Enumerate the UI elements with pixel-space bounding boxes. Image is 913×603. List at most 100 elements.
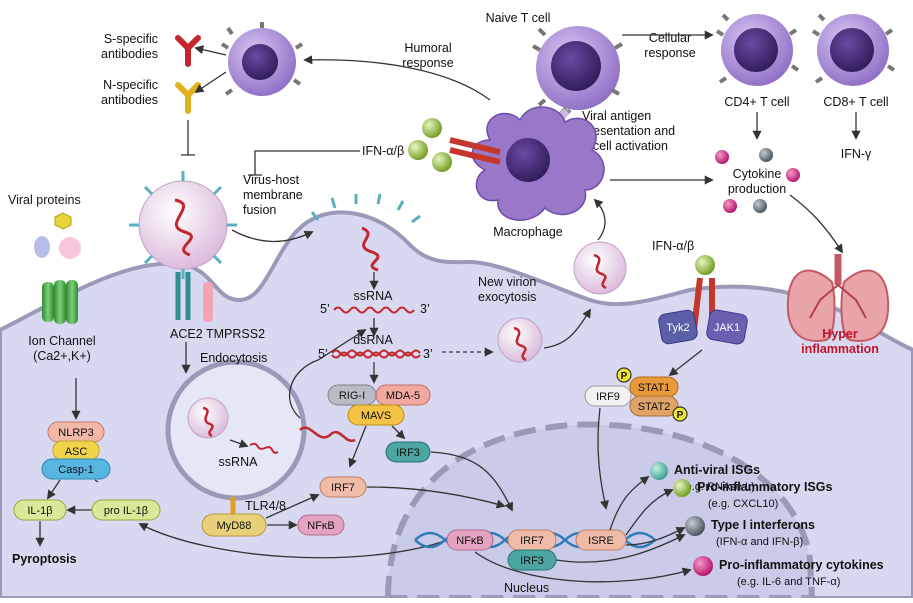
ssrna-entering <box>361 226 380 272</box>
arrow-humoral <box>303 55 491 101</box>
ifn-ball-2 <box>408 140 428 160</box>
proinflam-cytokines-label: Pro-inflammatory cytokines <box>719 558 884 572</box>
ace2-receptor <box>175 272 191 320</box>
n-antibody-icon <box>175 82 201 114</box>
pro-il1b-text: pro IL-1β <box>104 505 148 517</box>
stat1-text: STAT1 <box>638 382 671 394</box>
ifn-gamma-label: IFN-γ <box>841 147 872 161</box>
irf3-pill <box>385 441 431 463</box>
myd88-text: MyD88 <box>217 520 252 532</box>
lungs-icon <box>786 254 890 342</box>
ifn-ab-right-label: IFN-α/β <box>652 239 694 253</box>
tyk2-text: Tyk2 <box>666 322 689 334</box>
arrow-fusion <box>231 229 314 243</box>
cytokine-grey-1 <box>759 148 773 162</box>
jak1-pill <box>706 309 748 345</box>
tmprss2 <box>203 282 213 322</box>
arrow-irf7-nucleus <box>366 486 506 509</box>
irf3-text: IRF3 <box>396 447 420 459</box>
irf3-nuc-text: IRF3 <box>520 555 544 567</box>
cd8-label: CD8+ T cell <box>823 95 888 109</box>
nlrp3-text: NLRP3 <box>58 427 93 439</box>
irf9-pill <box>584 385 632 407</box>
il1b-pill <box>13 499 67 521</box>
proinflam-isgs-eg: (e.g. CXCL10) <box>708 498 778 510</box>
endosome-escape-rna <box>299 426 356 443</box>
isre-pill <box>575 529 627 551</box>
ssrna-label: ssRNA <box>354 289 394 303</box>
proinflam-isgs-label: Pro-inflammatory ISGs <box>697 480 832 494</box>
mavs-text: MAVS <box>361 410 391 422</box>
asc-text: ASC <box>65 446 88 458</box>
tyk2-pill <box>658 309 698 345</box>
ace2-label: ACE2 <box>170 327 203 341</box>
arrow-nfkb-pro-il1b <box>138 523 449 559</box>
ifn-ball-1 <box>422 118 442 138</box>
casp1-pill <box>41 458 111 480</box>
stat2-text: STAT2 <box>638 401 671 413</box>
ifn-ab-top-label: IFN-α/β <box>362 144 404 158</box>
naive-tcell-label: Naive T cell <box>486 11 551 25</box>
mda5-text: MDA-5 <box>386 390 420 402</box>
phospho-2-text: P <box>677 410 684 421</box>
casp1-text: Casp-1 <box>58 464 93 476</box>
antiviral-isgs-label: Anti-viral ISGs <box>674 463 760 477</box>
dsrna-5p: 5’ <box>318 347 328 361</box>
arrow-stat-isre <box>597 407 609 510</box>
arrow-mavs-irf7 <box>348 425 367 468</box>
s-antibody-icon <box>175 35 201 67</box>
exiting-virion <box>573 241 627 295</box>
ion-channel-label: Ion Channel(Ca2+,K+) <box>28 334 95 363</box>
cytokine-magenta-2 <box>786 168 800 182</box>
pro-il1b-pill <box>91 499 161 521</box>
arrow-casp1-pyroptosis <box>94 479 99 483</box>
viral-protein-hexagon <box>54 212 72 230</box>
mavs-pill <box>347 404 405 426</box>
arrow-endosome-ssrna <box>229 439 249 448</box>
ifn-ball-3 <box>432 152 452 172</box>
arrow-cytokines-lungs <box>789 194 843 254</box>
il1b-text: IL-1β <box>27 505 52 517</box>
rigi-text: RIG-I <box>339 390 365 402</box>
arrow-jak-stat <box>668 349 703 377</box>
cd4-label: CD4+ T cell <box>724 95 789 109</box>
arrow-irf3-type1 <box>555 534 686 563</box>
ion-channel <box>42 280 78 324</box>
cd4-tcell <box>715 13 800 86</box>
stat2-pill <box>629 395 679 417</box>
arrow-mavs-irf3 <box>391 425 406 440</box>
proinflam-cytokines-eg: (e.g. IL-6 and TNF-α) <box>737 576 840 588</box>
inhibit-ifn-virus <box>248 150 360 176</box>
nucleus-label: Nucleus <box>504 581 549 595</box>
phospho-1-text: P <box>621 371 628 382</box>
macrophage-label: Macrophage <box>493 225 563 239</box>
macrophage-receptor <box>449 137 501 165</box>
viral-protein-oval-1 <box>34 236 50 258</box>
arrow-virion-macrophage <box>593 198 606 241</box>
b-cell <box>220 22 304 96</box>
naive-tcell <box>532 26 623 110</box>
ssrna-3p: 3’ <box>420 302 430 316</box>
fusion-site <box>310 193 421 224</box>
type1-ifn-eg: (IFN-α and IFN-β) <box>716 536 803 548</box>
cytokine-magenta-1 <box>715 150 729 164</box>
new-virion <box>497 317 543 363</box>
endosome-ssrna-label: ssRNA <box>219 455 259 469</box>
cd8-tcell <box>811 13 896 86</box>
ifn-ball-right <box>695 255 715 275</box>
cytokine-magenta-3 <box>723 199 737 213</box>
dsrna-label: dsRNA <box>353 333 393 347</box>
proinflam-isg-ball <box>673 479 691 497</box>
macrophage <box>471 106 605 221</box>
nfkb-nuc-text: NFκB <box>456 535 484 547</box>
tlr-label: TLR4/8 <box>245 499 286 513</box>
arrow-casp1-il1b <box>46 479 61 500</box>
ssrna-5p: 5’ <box>320 302 330 316</box>
irf7-text: IRF7 <box>331 482 355 494</box>
jak1-text: JAK1 <box>714 322 740 334</box>
